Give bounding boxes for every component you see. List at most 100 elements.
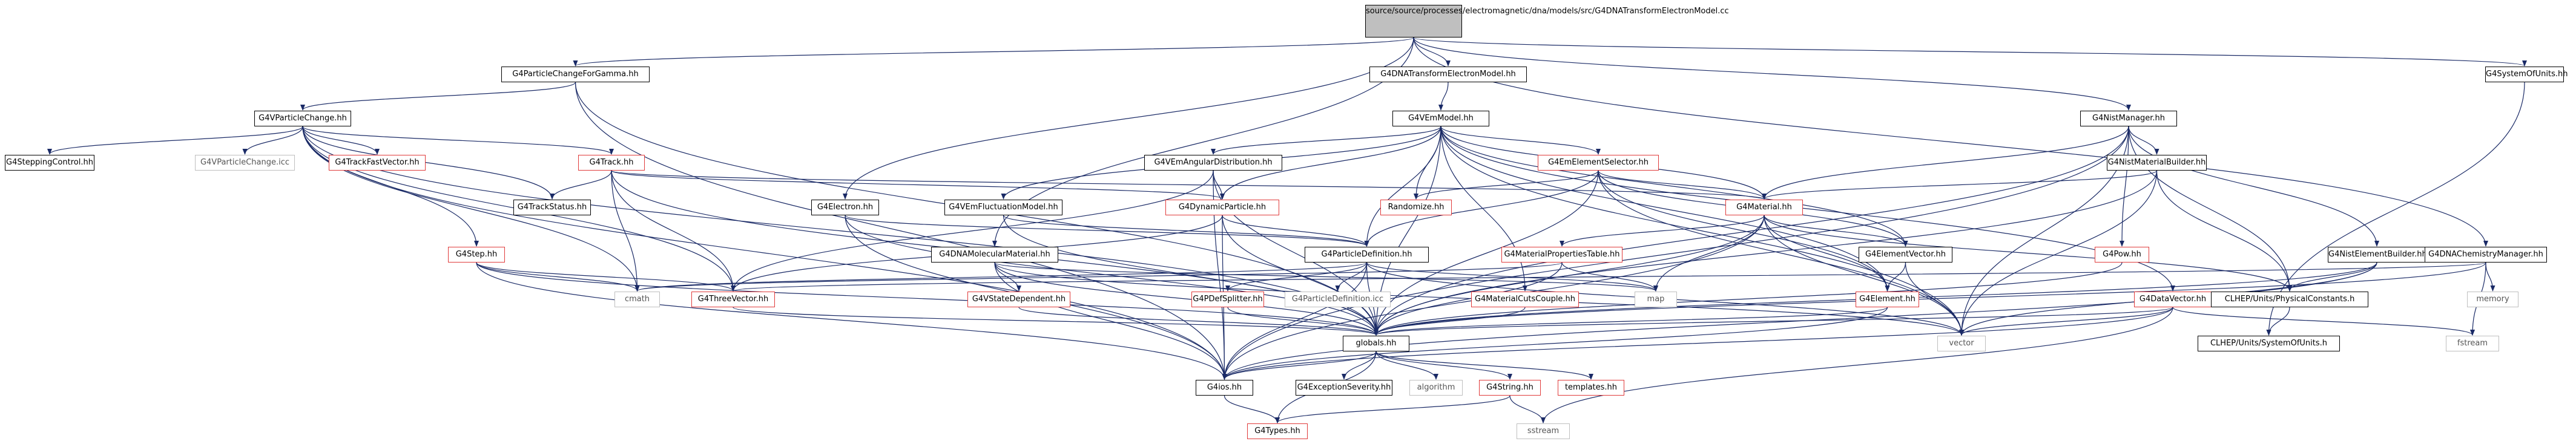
node-vpc-icc[interactable]: G4VParticleChange.icc bbox=[195, 155, 295, 171]
node-tem[interactable]: G4DNATransformElectronModel.hh bbox=[1369, 67, 1527, 82]
edge-ees-to-mat bbox=[1598, 170, 1767, 200]
edge-datav-to-globals bbox=[1374, 307, 2173, 336]
node-vem[interactable]: G4VEmModel.hh bbox=[1392, 111, 1489, 126]
edge-datav-to-ios bbox=[1222, 307, 2173, 380]
node-nmb[interactable]: G4NistMaterialBuilder.hh bbox=[2107, 155, 2207, 171]
node-g4string[interactable]: G4String.hh bbox=[1479, 380, 1541, 396]
node-fstream[interactable]: fstream bbox=[2446, 336, 2499, 351]
node-mcc[interactable]: G4MaterialCutsCouple.hh bbox=[1471, 292, 1579, 307]
edge-vem-to-vector bbox=[1440, 126, 1964, 336]
node-pow[interactable]: G4Pow.hh bbox=[2095, 247, 2149, 263]
node-map[interactable]: map bbox=[1635, 292, 1677, 307]
node-pdsp[interactable]: G4PDefSplitter.hh bbox=[1191, 292, 1264, 307]
edge-root-to-pcg bbox=[573, 37, 1414, 67]
node-elvec[interactable]: G4ElementVector.hh bbox=[1859, 247, 1952, 263]
edge-nist-to-pow bbox=[2120, 126, 2129, 247]
edge-mat-to-mpt bbox=[1560, 215, 1765, 247]
edge-nist-to-ios bbox=[1222, 126, 2129, 380]
node-memory[interactable]: memory bbox=[2467, 292, 2518, 307]
node-dynp[interactable]: G4DynamicParticle.hh bbox=[1165, 200, 1279, 215]
edge-step-to-cmath bbox=[476, 262, 640, 292]
edge-ees-to-element bbox=[1598, 170, 1890, 292]
edge-track-to-dynp bbox=[611, 170, 1225, 200]
edge-ees-to-vector bbox=[1598, 170, 1964, 336]
edge-dynp-to-pdef bbox=[1222, 215, 1369, 247]
node-neb[interactable]: G4NistElementBuilder.hh bbox=[2328, 247, 2427, 263]
node-templates[interactable]: templates.hh bbox=[1558, 380, 1624, 396]
edge-globals-to-algorithm bbox=[1375, 351, 1438, 380]
edge-elvec-to-element bbox=[1885, 262, 1906, 292]
node-ang[interactable]: G4VEmAngularDistribution.hh bbox=[1144, 155, 1282, 171]
edge-pcg-to-ios bbox=[575, 82, 1227, 380]
node-nist[interactable]: G4NistManager.hh bbox=[2080, 111, 2177, 126]
node-ees[interactable]: G4EmElementSelector.hh bbox=[1538, 155, 1659, 171]
edge-track-to-tstat bbox=[550, 170, 612, 200]
edge-element-to-globals bbox=[1374, 307, 1888, 336]
edge-track-to-cmath bbox=[611, 170, 640, 292]
edge-ang-to-tv bbox=[731, 170, 1214, 292]
edge-nmb-to-mat bbox=[1762, 170, 2158, 200]
node-cmath[interactable]: cmath bbox=[614, 292, 660, 307]
node-mpt[interactable]: G4MaterialPropertiesTable.hh bbox=[1501, 247, 1622, 263]
edge-globals-to-g4string bbox=[1375, 351, 1512, 380]
edge-mat-to-elvec bbox=[1764, 215, 1908, 247]
edge-electron-to-globals bbox=[845, 215, 1379, 336]
node-element[interactable]: G4Element.hh bbox=[1856, 292, 1919, 307]
node-exc[interactable]: G4ExceptionSeverity.hh bbox=[1296, 380, 1392, 396]
edge-root-to-nist bbox=[1413, 37, 2131, 111]
edge-nist-to-mat bbox=[1762, 126, 2129, 200]
node-clhep-su[interactable]: CLHEP/Units/SystemOfUnits.h bbox=[2198, 336, 2340, 351]
node-types[interactable]: G4Types.hh bbox=[1247, 423, 1308, 439]
node-root: source/source/processes/electromagnetic/… bbox=[1365, 5, 1729, 38]
node-sstream[interactable]: sstream bbox=[1517, 423, 1570, 439]
edge-track-to-mat bbox=[611, 170, 1767, 200]
node-dmm[interactable]: G4DNAMolecularMaterial.hh bbox=[931, 247, 1058, 263]
edge-pcg-to-vpc bbox=[300, 82, 576, 111]
edge-dcm-to-globals bbox=[1374, 262, 2486, 336]
node-clhep-pc[interactable]: CLHEP/Units/PhysicalConstants.h bbox=[2211, 292, 2368, 307]
node-tfv[interactable]: G4TrackFastVector.hh bbox=[329, 155, 426, 171]
node-pcg[interactable]: G4ParticleChangeForGamma.hh bbox=[501, 67, 650, 82]
node-tstat[interactable]: G4TrackStatus.hh bbox=[513, 200, 591, 215]
edge-dynp-to-globals bbox=[1222, 215, 1379, 336]
edge-dmm-to-map bbox=[994, 262, 1658, 292]
node-electron[interactable]: G4Electron.hh bbox=[811, 200, 879, 215]
edge-datav-to-fstream bbox=[2172, 307, 2475, 336]
node-efm[interactable]: G4VEmFluctuationModel.hh bbox=[944, 200, 1062, 215]
node-ios[interactable]: G4ios.hh bbox=[1196, 380, 1253, 396]
edge-sou-to-clhep-su bbox=[2266, 82, 2525, 336]
node-datav[interactable]: G4DataVector.hh bbox=[2134, 292, 2212, 307]
edge-datav-to-sstream bbox=[1541, 307, 2173, 423]
node-step[interactable]: G4Step.hh bbox=[448, 247, 505, 263]
node-pdef[interactable]: G4ParticleDefinition.hh bbox=[1305, 247, 1429, 263]
edge-datav-to-vector bbox=[1959, 307, 2173, 336]
edge-step-to-globals bbox=[476, 262, 1379, 336]
edge-nist-to-globals bbox=[1374, 126, 2129, 336]
edge-electron-to-pdef bbox=[845, 215, 1369, 247]
edge-efm-to-pdef bbox=[1003, 215, 1369, 247]
node-track[interactable]: G4Track.hh bbox=[578, 155, 645, 171]
edge-nist-to-nmb bbox=[2128, 126, 2159, 155]
edge-vem-to-elvec bbox=[1440, 126, 1908, 247]
node-dcm[interactable]: G4DNAChemistryManager.hh bbox=[2425, 247, 2547, 263]
edge-vpc-to-ios bbox=[302, 126, 1227, 380]
node-vector[interactable]: vector bbox=[1937, 336, 1986, 351]
edge-nist-to-clhep-pc bbox=[2128, 126, 2292, 292]
edge-vpc-to-vpc-icc bbox=[242, 126, 303, 155]
node-step-ctl[interactable]: G4SteppingControl.hh bbox=[5, 155, 94, 171]
node-tv[interactable]: G4ThreeVector.hh bbox=[691, 292, 775, 307]
edge-tem-to-vem bbox=[1438, 82, 1449, 111]
edge-mat-to-globals bbox=[1374, 215, 1765, 336]
node-globals[interactable]: globals.hh bbox=[1343, 336, 1409, 351]
edge-pdef-to-pdsp bbox=[1225, 262, 1368, 292]
node-rand[interactable]: Randomize.hh bbox=[1380, 200, 1452, 215]
edge-vpc-to-cmath bbox=[302, 126, 640, 292]
node-vsd[interactable]: G4VStateDependent.hh bbox=[967, 292, 1070, 307]
edge-vpc-to-step-ctl bbox=[47, 126, 303, 155]
node-mat[interactable]: G4Material.hh bbox=[1725, 200, 1803, 215]
node-pdicc[interactable]: G4ParticleDefinition.icc bbox=[1285, 292, 1391, 307]
edge-layer bbox=[47, 37, 2527, 423]
node-vpc[interactable]: G4VParticleChange.hh bbox=[254, 111, 351, 126]
node-sou[interactable]: G4SystemOfUnits.hh bbox=[2485, 67, 2568, 82]
node-algorithm[interactable]: algorithm bbox=[1409, 380, 1463, 396]
